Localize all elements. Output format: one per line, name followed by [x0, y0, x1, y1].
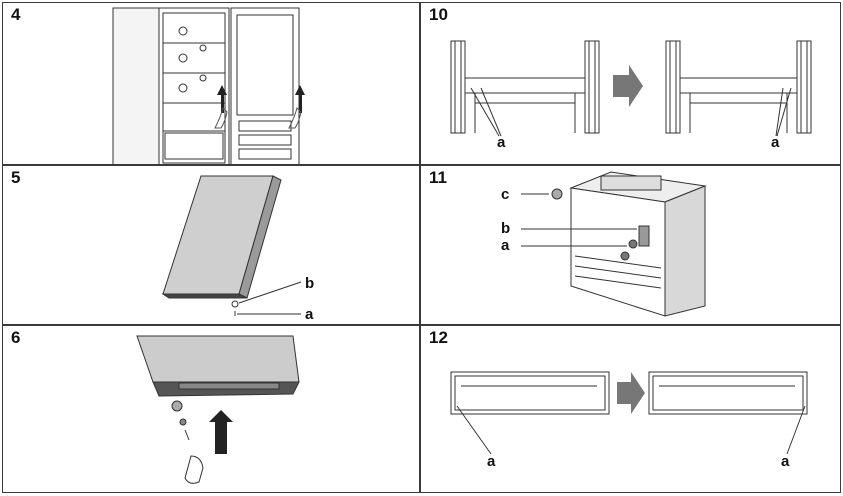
- panel-step-11: 11 c b a: [420, 165, 841, 325]
- label-a: a: [771, 134, 780, 151]
- door-bottom-illustration: [136, 335, 300, 484]
- label-a: a: [497, 134, 506, 151]
- step-number: 10: [429, 5, 448, 24]
- step-number: 6: [11, 328, 21, 347]
- panel-step-4: 4: [2, 2, 420, 165]
- step-number: 4: [11, 5, 21, 24]
- panel-step-6: 6: [2, 325, 420, 493]
- label-a: a: [487, 453, 496, 470]
- door-illustration: b a: [161, 175, 314, 323]
- arrow-right-icon: [617, 372, 645, 414]
- hinge-adjust-illustration: a a: [450, 40, 812, 151]
- cabinet-hinge-illustration: c b a: [501, 171, 707, 317]
- push-arrow-icon: [209, 410, 233, 454]
- step-number: 11: [429, 168, 447, 187]
- label-b: b: [501, 220, 510, 237]
- label-a: a: [501, 237, 510, 254]
- arrow-right-icon: [613, 65, 643, 107]
- label-b: b: [305, 275, 314, 292]
- fridge-open-illustration: [112, 7, 305, 164]
- panel-step-10: 10 a a: [420, 2, 841, 165]
- cabinet-bottom-illustration: a a: [450, 371, 808, 470]
- step-number: 12: [429, 328, 448, 347]
- label-a: a: [781, 453, 790, 470]
- label-a: a: [305, 306, 314, 323]
- label-c: c: [501, 186, 509, 203]
- panel-step-12: 12 a a: [420, 325, 841, 493]
- panel-step-5: 5 b a: [2, 165, 420, 325]
- step-number: 5: [11, 168, 21, 187]
